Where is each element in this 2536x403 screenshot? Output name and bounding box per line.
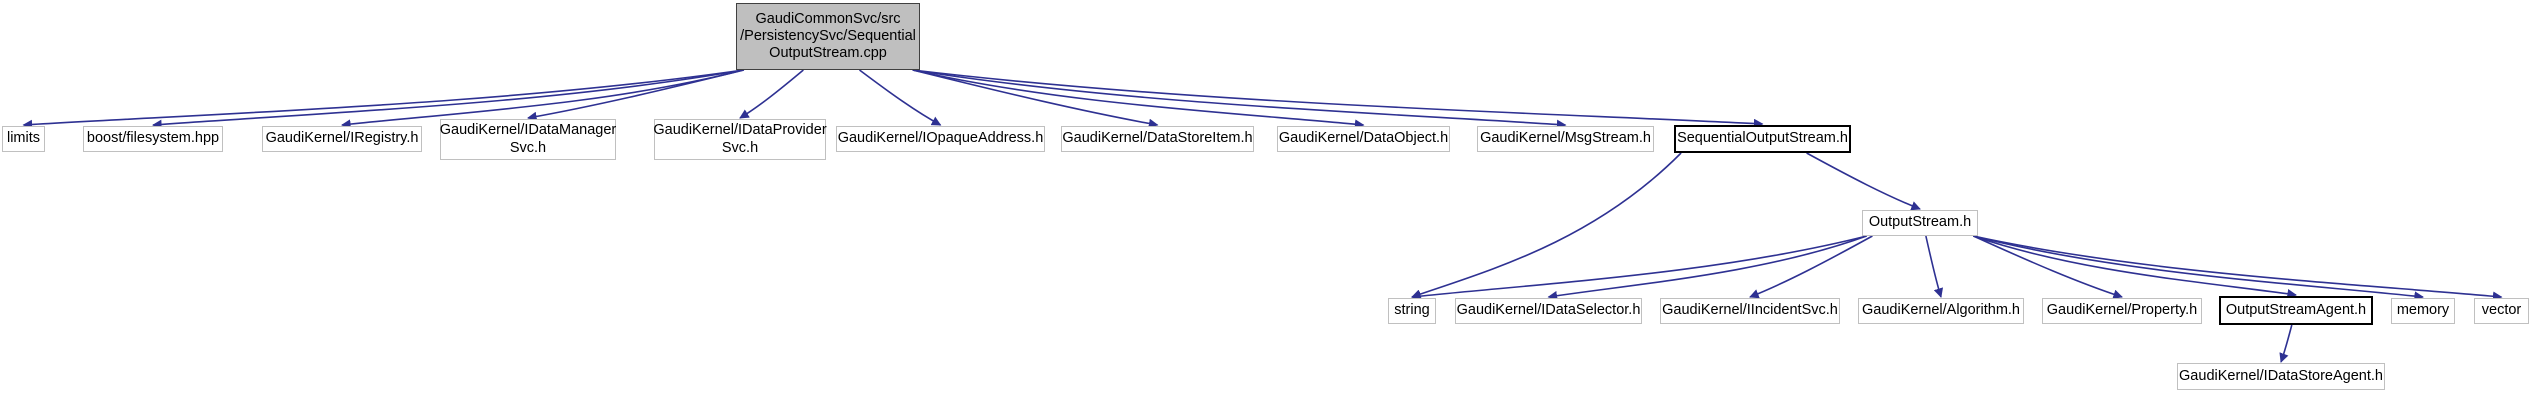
graph-edge-root-to-iregistry: [341, 69, 744, 129]
graph-edge-outputstream-to-outputstreamagent: [1973, 235, 2297, 299]
graph-node-sequentialoutputstream[interactable]: SequentialOutputStream.h: [1674, 125, 1851, 153]
graph-node-boost_filesystem[interactable]: boost/filesystem.hpp: [83, 126, 223, 152]
graph-node-dataobject[interactable]: GaudiKernel/DataObject.h: [1277, 126, 1450, 152]
graph-node-limits[interactable]: limits: [2, 126, 45, 152]
graph-node-idataprovidersvc[interactable]: GaudiKernel/IDataProvider Svc.h: [653, 119, 827, 160]
graph-edge-outputstream-to-string: [1411, 235, 1867, 301]
graph-node-string[interactable]: string: [1388, 298, 1436, 324]
graph-edge-outputstream-to-vector: [1973, 235, 2503, 302]
graph-node-algorithm[interactable]: GaudiKernel/Algorithm.h: [1858, 298, 2024, 324]
graph-edge-outputstream-to-idataselector: [1547, 235, 1867, 301]
graph-edge-root-to-idatamanagersvc: [527, 69, 745, 122]
graph-node-datastoreitem[interactable]: GaudiKernel/DataStoreItem.h: [1061, 126, 1254, 152]
graph-edge-root-to-datastoreitem: [912, 69, 1159, 129]
graph-node-outputstream[interactable]: OutputStream.h: [1862, 210, 1978, 236]
graph-edge-root-to-sequentialoutputstream: [912, 69, 1764, 129]
graph-node-idataselector[interactable]: GaudiKernel/IDataSelector.h: [1455, 298, 1642, 324]
graph-node-memory[interactable]: memory: [2391, 298, 2455, 324]
graph-node-iopaqueaddress[interactable]: GaudiKernel/IOpaqueAddress.h: [836, 126, 1045, 152]
graph-node-msgstream[interactable]: GaudiKernel/MsgStream.h: [1477, 126, 1654, 152]
graph-node-vector[interactable]: vector: [2474, 298, 2529, 324]
graph-edge-outputstreamagent-to-idatastoreagent: [2279, 324, 2293, 363]
graph-edge-root-to-boost_filesystem: [152, 69, 744, 130]
graph-node-property[interactable]: GaudiKernel/Property.h: [2042, 298, 2202, 324]
graph-node-idatastoreagent[interactable]: GaudiKernel/IDataStoreAgent.h: [2177, 363, 2385, 390]
graph-node-idatamanagersvc[interactable]: GaudiKernel/IDataManager Svc.h: [440, 119, 616, 160]
graph-node-root[interactable]: GaudiCommonSvc/src /PersistencySvc/Seque…: [736, 3, 920, 70]
graph-node-outputstreamagent[interactable]: OutputStreamAgent.h: [2219, 296, 2373, 325]
graph-edge-sequentialoutputstream-to-outputstream: [1806, 152, 1921, 211]
graph-edge-root-to-limits: [22, 69, 744, 130]
graph-edge-outputstream-to-memory: [1973, 235, 2424, 301]
graph-edge-outputstream-to-algorithm: [1925, 235, 1944, 298]
graph-edge-root-to-dataobject: [912, 69, 1365, 129]
graph-edge-outputstream-to-iincidentsvc: [1749, 235, 1873, 299]
graph-edge-root-to-idataprovidersvc: [739, 69, 804, 119]
graph-node-iincidentsvc[interactable]: GaudiKernel/IIncidentSvc.h: [1660, 298, 1840, 324]
graph-edge-root-to-iopaqueaddress: [859, 69, 942, 126]
graph-edge-root-to-msgstream: [912, 69, 1567, 130]
graph-node-iregistry[interactable]: GaudiKernel/IRegistry.h: [262, 126, 422, 152]
graph-edge-sequentialoutputstream-to-string: [1411, 152, 1682, 299]
graph-edge-outputstream-to-property: [1973, 235, 2123, 299]
